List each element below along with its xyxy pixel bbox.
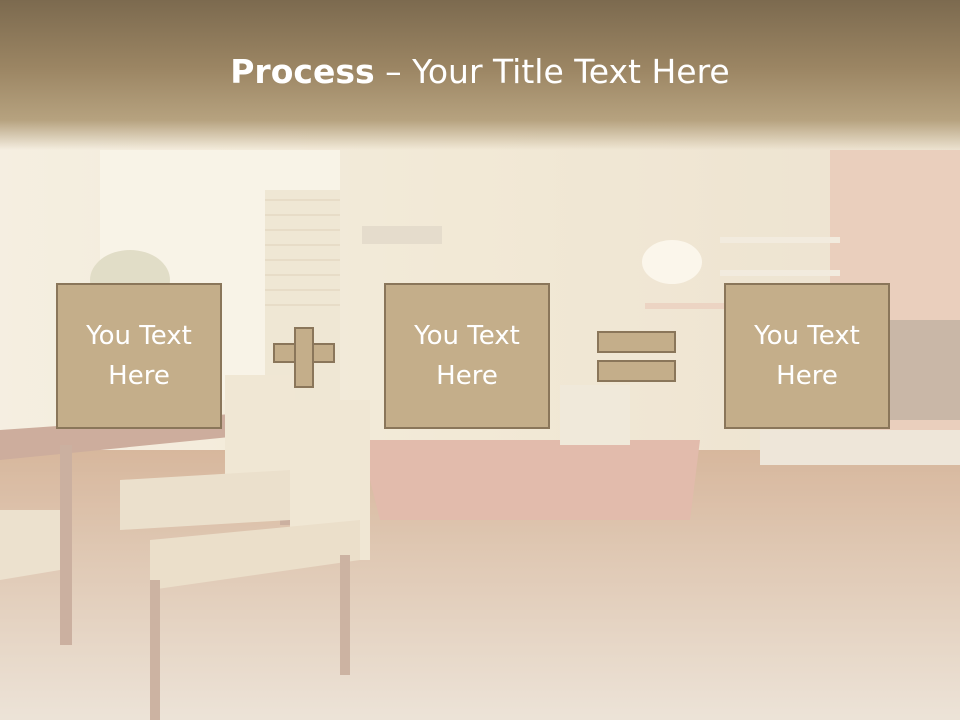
equals-bottom-bar xyxy=(597,360,676,382)
equals-top-bar xyxy=(597,331,676,353)
title-separator: – xyxy=(374,52,413,91)
process-box-2[interactable]: You Text Here xyxy=(384,283,550,429)
process-box-1[interactable]: You Text Here xyxy=(56,283,222,429)
process-box-3-text: You Text Here xyxy=(754,321,860,391)
slide-title: Process – Your Title Text Here xyxy=(0,52,960,91)
title-bold: Process xyxy=(230,52,375,91)
title-rest: Your Title Text Here xyxy=(412,52,730,91)
title-bar xyxy=(0,0,960,150)
plus-fill xyxy=(296,345,312,361)
process-box-1-text: You Text Here xyxy=(86,321,192,391)
process-box-2-text: You Text Here xyxy=(414,321,520,391)
process-box-3[interactable]: You Text Here xyxy=(724,283,890,429)
